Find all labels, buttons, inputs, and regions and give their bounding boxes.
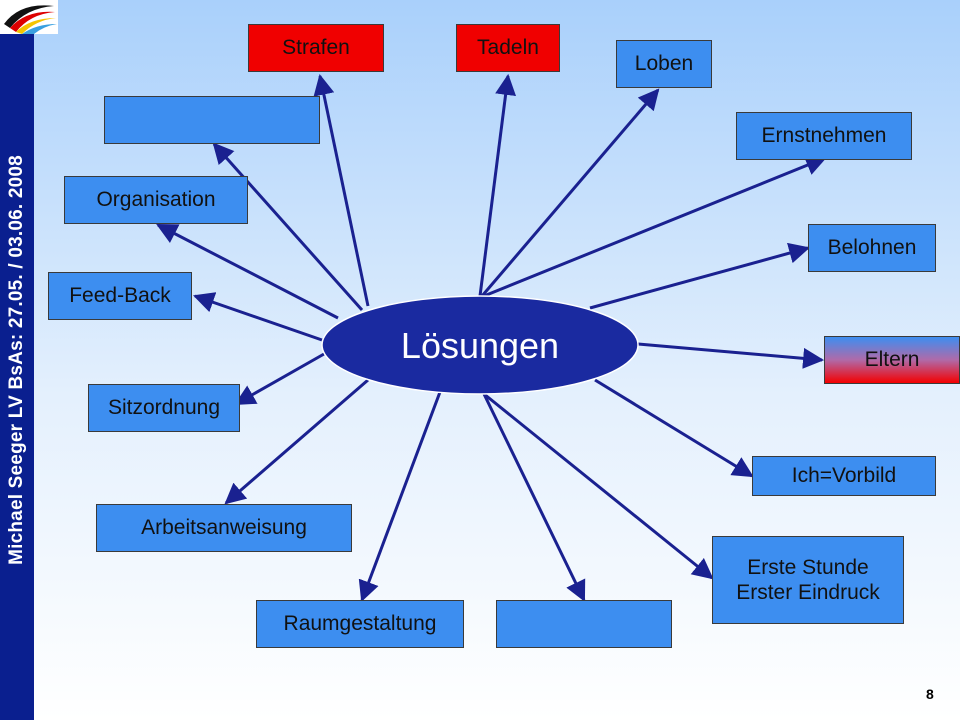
arrow-strafen (313, 73, 370, 307)
node-organisation: Organisation (64, 176, 248, 224)
node-ich-vorbild: Ich=Vorbild (752, 456, 936, 496)
arrow-raumgestaltung (358, 391, 442, 602)
arrow-loben (480, 88, 660, 297)
node-erste-stunde: Erste Stunde Erster Eindruck (712, 536, 904, 624)
page-number: 8 (926, 686, 934, 702)
german-flag-logo-icon (0, 0, 58, 34)
arrow-feedback (193, 292, 323, 342)
node-loben: Loben (616, 40, 712, 88)
arrow-ich-vorbild (594, 378, 754, 478)
node-raumgestaltung: Raumgestaltung (256, 600, 464, 648)
arrow-belohnen (589, 242, 811, 310)
arrow-empty-bottom (482, 393, 586, 602)
center-ellipse (321, 295, 639, 395)
node-strafen: Strafen (248, 24, 384, 72)
arrow-sitzordnung (234, 352, 325, 406)
arrow-tadeln (478, 73, 517, 297)
arrow-ernstnehmen (483, 155, 827, 298)
arrow-erste-stunde (483, 392, 714, 580)
arrow-eltern (637, 342, 825, 369)
node-belohnen: Belohnen (808, 224, 936, 272)
node-sitzordnung: Sitzordnung (88, 384, 240, 432)
node-tadeln: Tadeln (456, 24, 560, 72)
center-node-label: Lösungen (400, 325, 560, 366)
node-empty-top (104, 96, 320, 144)
arrow-empty-top (212, 142, 364, 311)
arrow-arbeitsanweisung (224, 378, 369, 505)
left-sidebar-band: Michael Seeger LV BsAs: 27.05. / 03.06. … (0, 0, 34, 720)
node-eltern: Eltern (824, 336, 960, 384)
node-ernstnehmen: Ernstnehmen (736, 112, 912, 160)
node-empty-bottom (496, 600, 672, 648)
arrow-organisation (156, 223, 339, 320)
node-arbeitsanweisung: Arbeitsanweisung (96, 504, 352, 552)
node-feedback: Feed-Back (48, 272, 192, 320)
